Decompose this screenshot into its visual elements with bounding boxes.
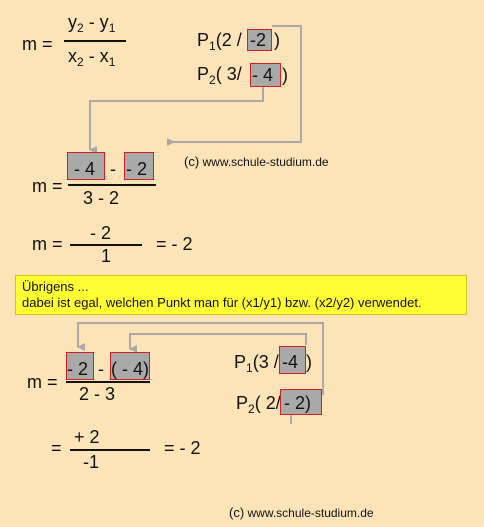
p2-bottom-x: ( 2/ bbox=[254, 393, 281, 413]
formula-denominator: x2 - x1 bbox=[68, 46, 115, 69]
step3-term-b-box bbox=[110, 352, 150, 380]
p1-bottom-close: ) bbox=[306, 352, 312, 372]
step4-fraction-line bbox=[70, 449, 150, 451]
step1-term-b: - 2 bbox=[126, 159, 148, 179]
arrow-p2-to-term-a bbox=[89, 86, 264, 154]
formula-x2: x bbox=[68, 46, 77, 66]
formula-lhs: m = bbox=[22, 34, 53, 54]
p1-bottom-name: P bbox=[234, 352, 247, 372]
credit-bottom: (c) www.schule-studium.de bbox=[229, 505, 374, 520]
point-p1-bottom: P1(3 / bbox=[234, 352, 279, 375]
step3-term-b: ( - 4) bbox=[111, 359, 149, 379]
p1-bottom-sub: 1 bbox=[246, 361, 253, 375]
step3-minus: - bbox=[98, 359, 104, 379]
note-line-1: Übrigens ... bbox=[22, 279, 89, 294]
note-box: Übrigens ... dabei ist egal, welchen Pun… bbox=[15, 275, 467, 315]
p2-bottom-y-value: - 2) bbox=[284, 393, 311, 413]
step3-term-a: - 2 bbox=[67, 359, 89, 379]
p1-top-sub: 1 bbox=[209, 39, 216, 53]
step4-result: = - 2 bbox=[164, 438, 201, 458]
p2-top-x: ( 3/ bbox=[215, 64, 242, 84]
formula-numerator: y2 - y1 bbox=[68, 12, 115, 35]
step2-denominator: 1 bbox=[101, 246, 112, 266]
p1-bottom-x: (3 / bbox=[252, 352, 279, 372]
step4-lhs: = bbox=[51, 438, 62, 458]
p1-top-close: ) bbox=[274, 30, 280, 50]
step1-term-a-box bbox=[67, 152, 105, 180]
p2-bottom-sub: 2 bbox=[248, 402, 255, 416]
p1-bottom-y-box bbox=[279, 346, 306, 374]
formula-minus-y: - y bbox=[83, 12, 109, 32]
arrow-p1-to-term-b bbox=[167, 25, 302, 146]
credit-bottom-site: www.schule-studium.de bbox=[247, 506, 374, 520]
step2-numerator: - 2 bbox=[90, 223, 112, 243]
step1-denominator: 3 - 2 bbox=[83, 188, 120, 208]
point-p2-bottom: P2( 2/ bbox=[236, 393, 281, 416]
step4-numerator: + 2 bbox=[74, 427, 100, 447]
step2-fraction-line bbox=[70, 244, 142, 246]
formula-y2-sub: 2 bbox=[77, 21, 84, 35]
p2-top-y-value: - 4 bbox=[252, 65, 274, 85]
step3-lhs: m = bbox=[27, 372, 58, 392]
p2-bottom-name: P bbox=[236, 393, 249, 413]
note-line-2: dabei ist egal, welchen Punkt man für (x… bbox=[22, 295, 422, 310]
step1-minus: - bbox=[110, 159, 116, 179]
p1-top-y-box bbox=[247, 29, 272, 51]
point-p1-top: P1(2 / bbox=[197, 30, 242, 53]
p2-top-close: ) bbox=[282, 65, 288, 85]
p1-top-y-value: -2 bbox=[250, 30, 267, 50]
p2-top-name: P bbox=[197, 64, 210, 84]
formula-y1-sub: 1 bbox=[108, 21, 116, 35]
step3-denominator: 2 - 3 bbox=[79, 384, 116, 404]
step1-lhs: m = bbox=[32, 176, 63, 196]
step1-term-a: - 4 bbox=[74, 159, 96, 179]
p1-top-name: P bbox=[197, 30, 210, 50]
p1-top-x: (2 / bbox=[215, 30, 242, 50]
formula-fraction-line bbox=[64, 40, 126, 42]
p2-top-y-box bbox=[250, 63, 281, 87]
formula-minus-x: - x bbox=[83, 46, 109, 66]
step2-lhs: m = bbox=[32, 234, 63, 254]
step2-result: = - 2 bbox=[156, 234, 193, 254]
formula-x2-sub: 2 bbox=[77, 55, 84, 69]
credit-top: (c) www.schule-studium.de bbox=[184, 154, 329, 169]
credit-top-c: (c) bbox=[184, 154, 200, 169]
credit-top-site: www.schule-studium.de bbox=[202, 155, 329, 169]
step1-term-b-box bbox=[124, 152, 154, 180]
step1-fraction-line bbox=[68, 184, 156, 186]
step4-denominator: -1 bbox=[83, 452, 100, 472]
arrow-p2b-to-term-a bbox=[77, 322, 324, 395]
p2-top-sub: 2 bbox=[209, 73, 216, 87]
p2-bottom-y-box bbox=[280, 389, 322, 415]
step3-fraction-line bbox=[66, 381, 150, 383]
formula-y2: y bbox=[68, 12, 77, 32]
formula-x1-sub: 1 bbox=[108, 55, 116, 69]
point-p2-top: P2( 3/ bbox=[197, 64, 242, 87]
arrow-p1b-to-term-b bbox=[129, 333, 307, 353]
step3-term-a-box bbox=[66, 352, 94, 380]
p1-bottom-y-value: -4 bbox=[282, 352, 299, 372]
credit-bottom-c: (c) bbox=[229, 505, 245, 520]
